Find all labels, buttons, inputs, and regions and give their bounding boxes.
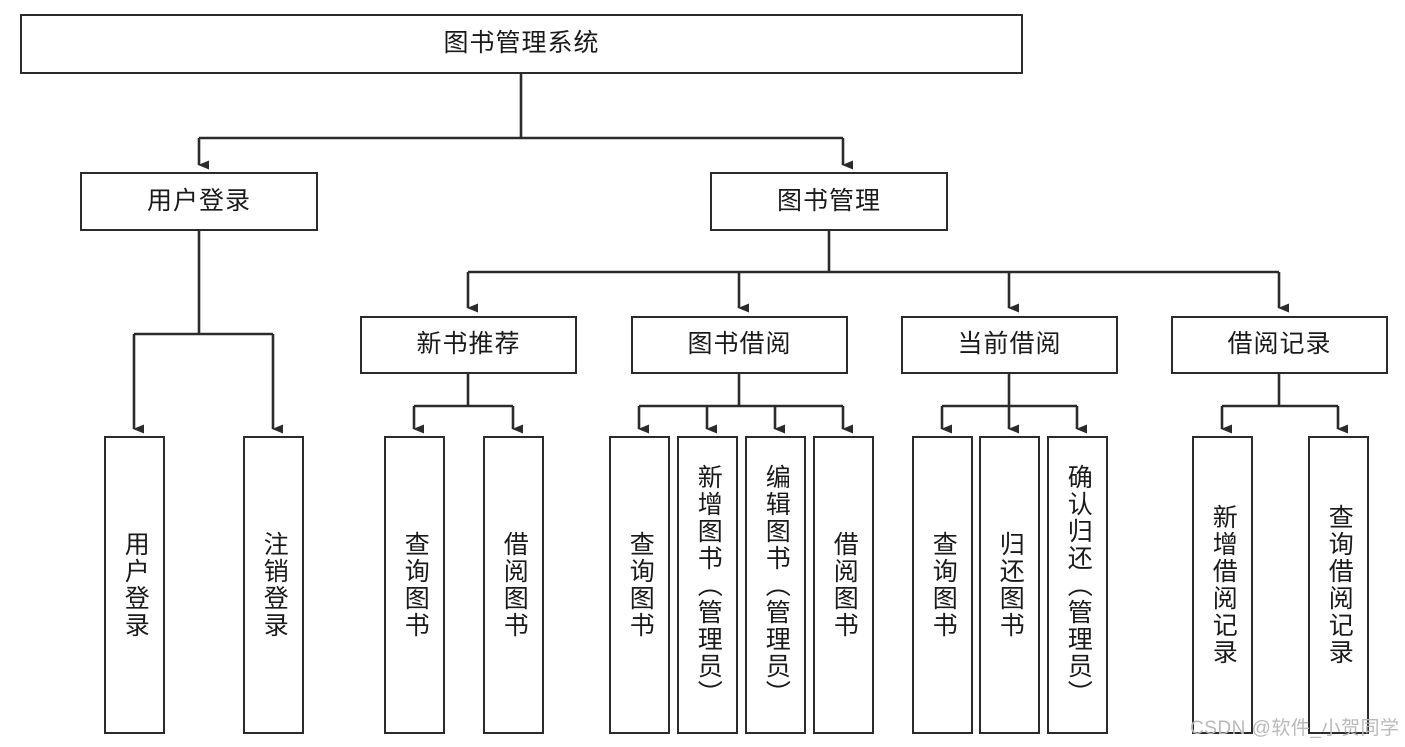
node-label: 借阅图书 <box>500 531 529 639</box>
node-current-borrow[interactable]: 当前借阅 <box>901 316 1118 374</box>
csdn-watermark: CSDN @软件_小贺同学 <box>1190 718 1400 739</box>
node-leaf-query-book-1[interactable]: 查询图书 <box>384 436 445 734</box>
node-label: 用户登录 <box>146 186 251 215</box>
node-label: 查询图书 <box>626 531 655 639</box>
node-leaf-edit-book[interactable]: 编辑图书（管理员） <box>745 436 806 734</box>
node-leaf-user-login[interactable]: 用户登录 <box>104 436 165 734</box>
node-label: 图书借阅 <box>687 330 792 359</box>
node-label: 当前借阅 <box>957 330 1062 359</box>
node-leaf-user-logout[interactable]: 注销登录 <box>243 436 304 734</box>
node-label: 注销登录 <box>260 531 289 639</box>
node-label: 查询借阅记录 <box>1325 504 1354 666</box>
node-leaf-borrow-book-1[interactable]: 借阅图书 <box>483 436 544 734</box>
node-leaf-add-record[interactable]: 新增借阅记录 <box>1192 436 1253 734</box>
node-label: 用户登录 <box>121 531 150 639</box>
node-label: 新增借阅记录 <box>1209 504 1238 666</box>
node-label: 编辑图书（管理员） <box>762 463 791 707</box>
node-label: 借阅图书 <box>830 531 859 639</box>
node-new-book-recommend[interactable]: 新书推荐 <box>360 316 577 374</box>
node-label: 借阅记录 <box>1227 330 1332 359</box>
node-label: 新增图书（管理员） <box>694 463 723 707</box>
node-label: 归还图书 <box>996 531 1025 639</box>
node-leaf-query-record[interactable]: 查询借阅记录 <box>1308 436 1369 734</box>
node-leaf-borrow-book-2[interactable]: 借阅图书 <box>813 436 874 734</box>
node-label: 确认归还（管理员） <box>1064 463 1093 707</box>
node-leaf-query-book-2[interactable]: 查询图书 <box>609 436 670 734</box>
node-book-manage[interactable]: 图书管理 <box>710 172 948 231</box>
node-leaf-add-book[interactable]: 新增图书（管理员） <box>677 436 738 734</box>
node-label: 新书推荐 <box>416 330 521 359</box>
node-user-login[interactable]: 用户登录 <box>80 172 318 231</box>
node-book-borrow[interactable]: 图书借阅 <box>631 316 848 374</box>
node-label: 查询图书 <box>401 531 430 639</box>
node-label: 图书管理系统 <box>443 29 600 58</box>
node-borrow-record[interactable]: 借阅记录 <box>1171 316 1388 374</box>
node-label: 图书管理 <box>776 186 881 215</box>
node-leaf-return-book[interactable]: 归还图书 <box>979 436 1040 734</box>
node-root-book-management-system[interactable]: 图书管理系统 <box>20 14 1023 74</box>
node-label: 查询图书 <box>929 531 958 639</box>
node-leaf-confirm-return[interactable]: 确认归还（管理员） <box>1047 436 1108 734</box>
node-leaf-query-book-3[interactable]: 查询图书 <box>912 436 973 734</box>
